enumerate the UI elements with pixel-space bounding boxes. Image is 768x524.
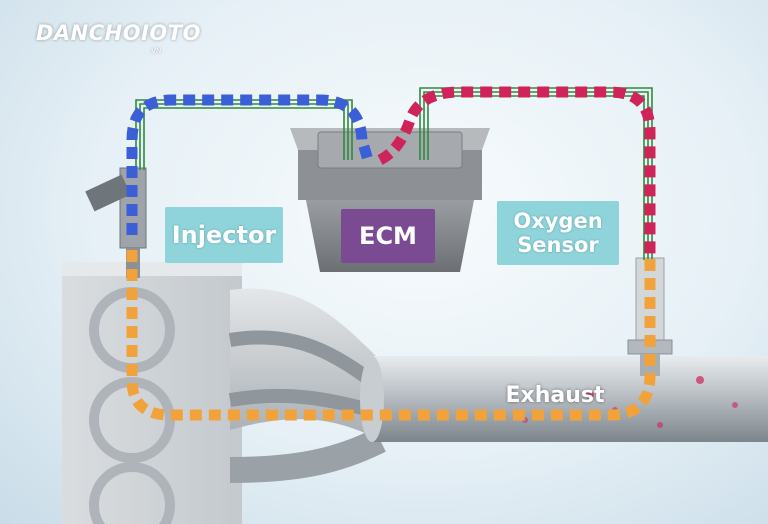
injector-label: Injector bbox=[165, 207, 283, 263]
oxygen-sensor bbox=[627, 257, 673, 376]
exhaust-pipe bbox=[360, 356, 768, 442]
ecm-label-text: ECM bbox=[359, 222, 417, 250]
logo-suffix: .VN bbox=[149, 47, 162, 55]
oxygen-label-line2: Sensor bbox=[517, 233, 599, 257]
exhaust-label-text: Exhaust bbox=[505, 382, 605, 408]
ecm-label: ECM bbox=[341, 209, 435, 263]
exhaust-manifold bbox=[228, 288, 386, 483]
engine-block bbox=[62, 262, 242, 524]
logo-brand: DANCHOIOTO bbox=[36, 21, 201, 45]
oxygen-sensor-label: Oxygen Sensor bbox=[497, 201, 619, 265]
exhaust-label: Exhaust bbox=[500, 380, 610, 410]
oxygen-signal-path bbox=[377, 86, 656, 258]
injector-label-text: Injector bbox=[171, 221, 277, 249]
site-logo: DANCHOIOTO .VN bbox=[18, 18, 200, 58]
injector-signal-path bbox=[126, 94, 374, 235]
exhaust-flow-path bbox=[126, 250, 656, 421]
oxygen-label-line1: Oxygen bbox=[513, 209, 603, 233]
